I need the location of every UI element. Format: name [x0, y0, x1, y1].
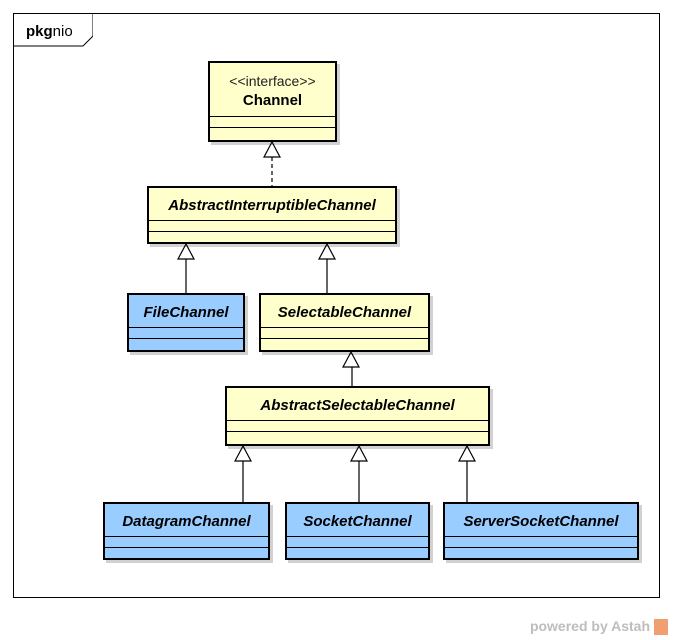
class-file-channel[interactable]: FileChannel — [127, 293, 245, 352]
class-name: Channel — [242, 92, 303, 109]
generalization-arrowhead — [318, 242, 336, 260]
class-channel[interactable]: <<interface>> Channel — [208, 61, 337, 142]
class-abstract-interruptible-channel[interactable]: AbstractInterruptibleChannel — [147, 186, 397, 244]
watermark-text: powered by Astah — [529, 618, 650, 634]
class-server-socket-channel[interactable]: ServerSocketChannel — [443, 502, 639, 560]
class-separator — [227, 420, 488, 421]
class-name: AbstractSelectableChannel — [260, 397, 455, 414]
generalization-arrowhead — [350, 444, 368, 462]
class-abstract-selectable-channel[interactable]: AbstractSelectableChannel — [225, 386, 490, 446]
class-socket-channel[interactable]: SocketChannel — [285, 502, 430, 560]
class-separator — [129, 338, 243, 339]
package-name: nio — [52, 23, 73, 40]
class-separator — [445, 536, 637, 537]
class-separator — [445, 547, 637, 548]
class-separator — [227, 431, 488, 432]
class-name: SocketChannel — [303, 513, 412, 530]
class-separator — [149, 220, 395, 221]
astah-logo-icon — [654, 619, 668, 635]
class-name: DatagramChannel — [122, 513, 251, 530]
class-name: AbstractInterruptibleChannel — [168, 197, 376, 214]
class-name: FileChannel — [143, 304, 229, 321]
class-selectable-channel[interactable]: SelectableChannel — [259, 293, 430, 352]
class-separator — [261, 338, 428, 339]
class-separator — [210, 116, 335, 117]
generalization-arrowhead — [177, 242, 195, 260]
package-keyword: pkg — [26, 23, 53, 40]
class-name: ServerSocketChannel — [463, 513, 619, 530]
class-separator — [105, 536, 268, 537]
class-separator — [287, 536, 428, 537]
generalization-arrowhead — [234, 444, 252, 462]
class-separator — [287, 547, 428, 548]
class-separator — [105, 547, 268, 548]
class-separator — [149, 231, 395, 232]
class-datagram-channel[interactable]: DatagramChannel — [103, 502, 270, 560]
generalization-arrowhead — [342, 350, 360, 368]
class-separator — [210, 127, 335, 128]
generalization-arrowhead — [458, 444, 476, 462]
class-separator — [129, 327, 243, 328]
package-tab — [13, 13, 93, 47]
package-frame — [13, 13, 660, 598]
package-label: pkgnio — [26, 23, 73, 40]
realization-arrowhead — [263, 140, 281, 158]
class-name: SelectableChannel — [277, 304, 412, 321]
class-stereotype: <<interface>> — [229, 73, 316, 89]
class-separator — [261, 327, 428, 328]
